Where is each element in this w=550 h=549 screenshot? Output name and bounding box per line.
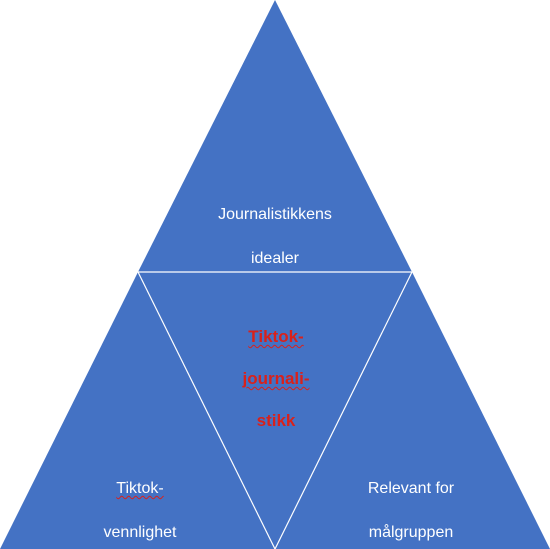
right-label: Relevant for målgruppen [368, 456, 454, 544]
right-label-line2: målgruppen [368, 524, 454, 541]
center-label: Tiktok- journali- stikk [242, 305, 309, 431]
top-label: Journalistikkens idealer [218, 182, 332, 270]
top-label-line2: idealer [250, 250, 300, 267]
top-triangle [138, 0, 412, 272]
center-label-line3: stikk [256, 411, 296, 430]
left-triangle [0, 272, 275, 549]
center-label-line2: journali- [242, 369, 310, 388]
left-label-line1: Tiktok- [116, 480, 164, 497]
divider-left [137, 271, 276, 549]
right-label-line1: Relevant for [367, 480, 455, 497]
center-label-line1: Tiktok- [248, 327, 304, 346]
center-triangle [138, 272, 412, 549]
divider-right [274, 271, 413, 549]
left-label-line2: vennlighet [103, 524, 177, 541]
right-triangle [275, 272, 550, 549]
left-label: Tiktok- vennlighet [104, 456, 177, 544]
top-label-line1: Journalistikkens [218, 206, 332, 223]
